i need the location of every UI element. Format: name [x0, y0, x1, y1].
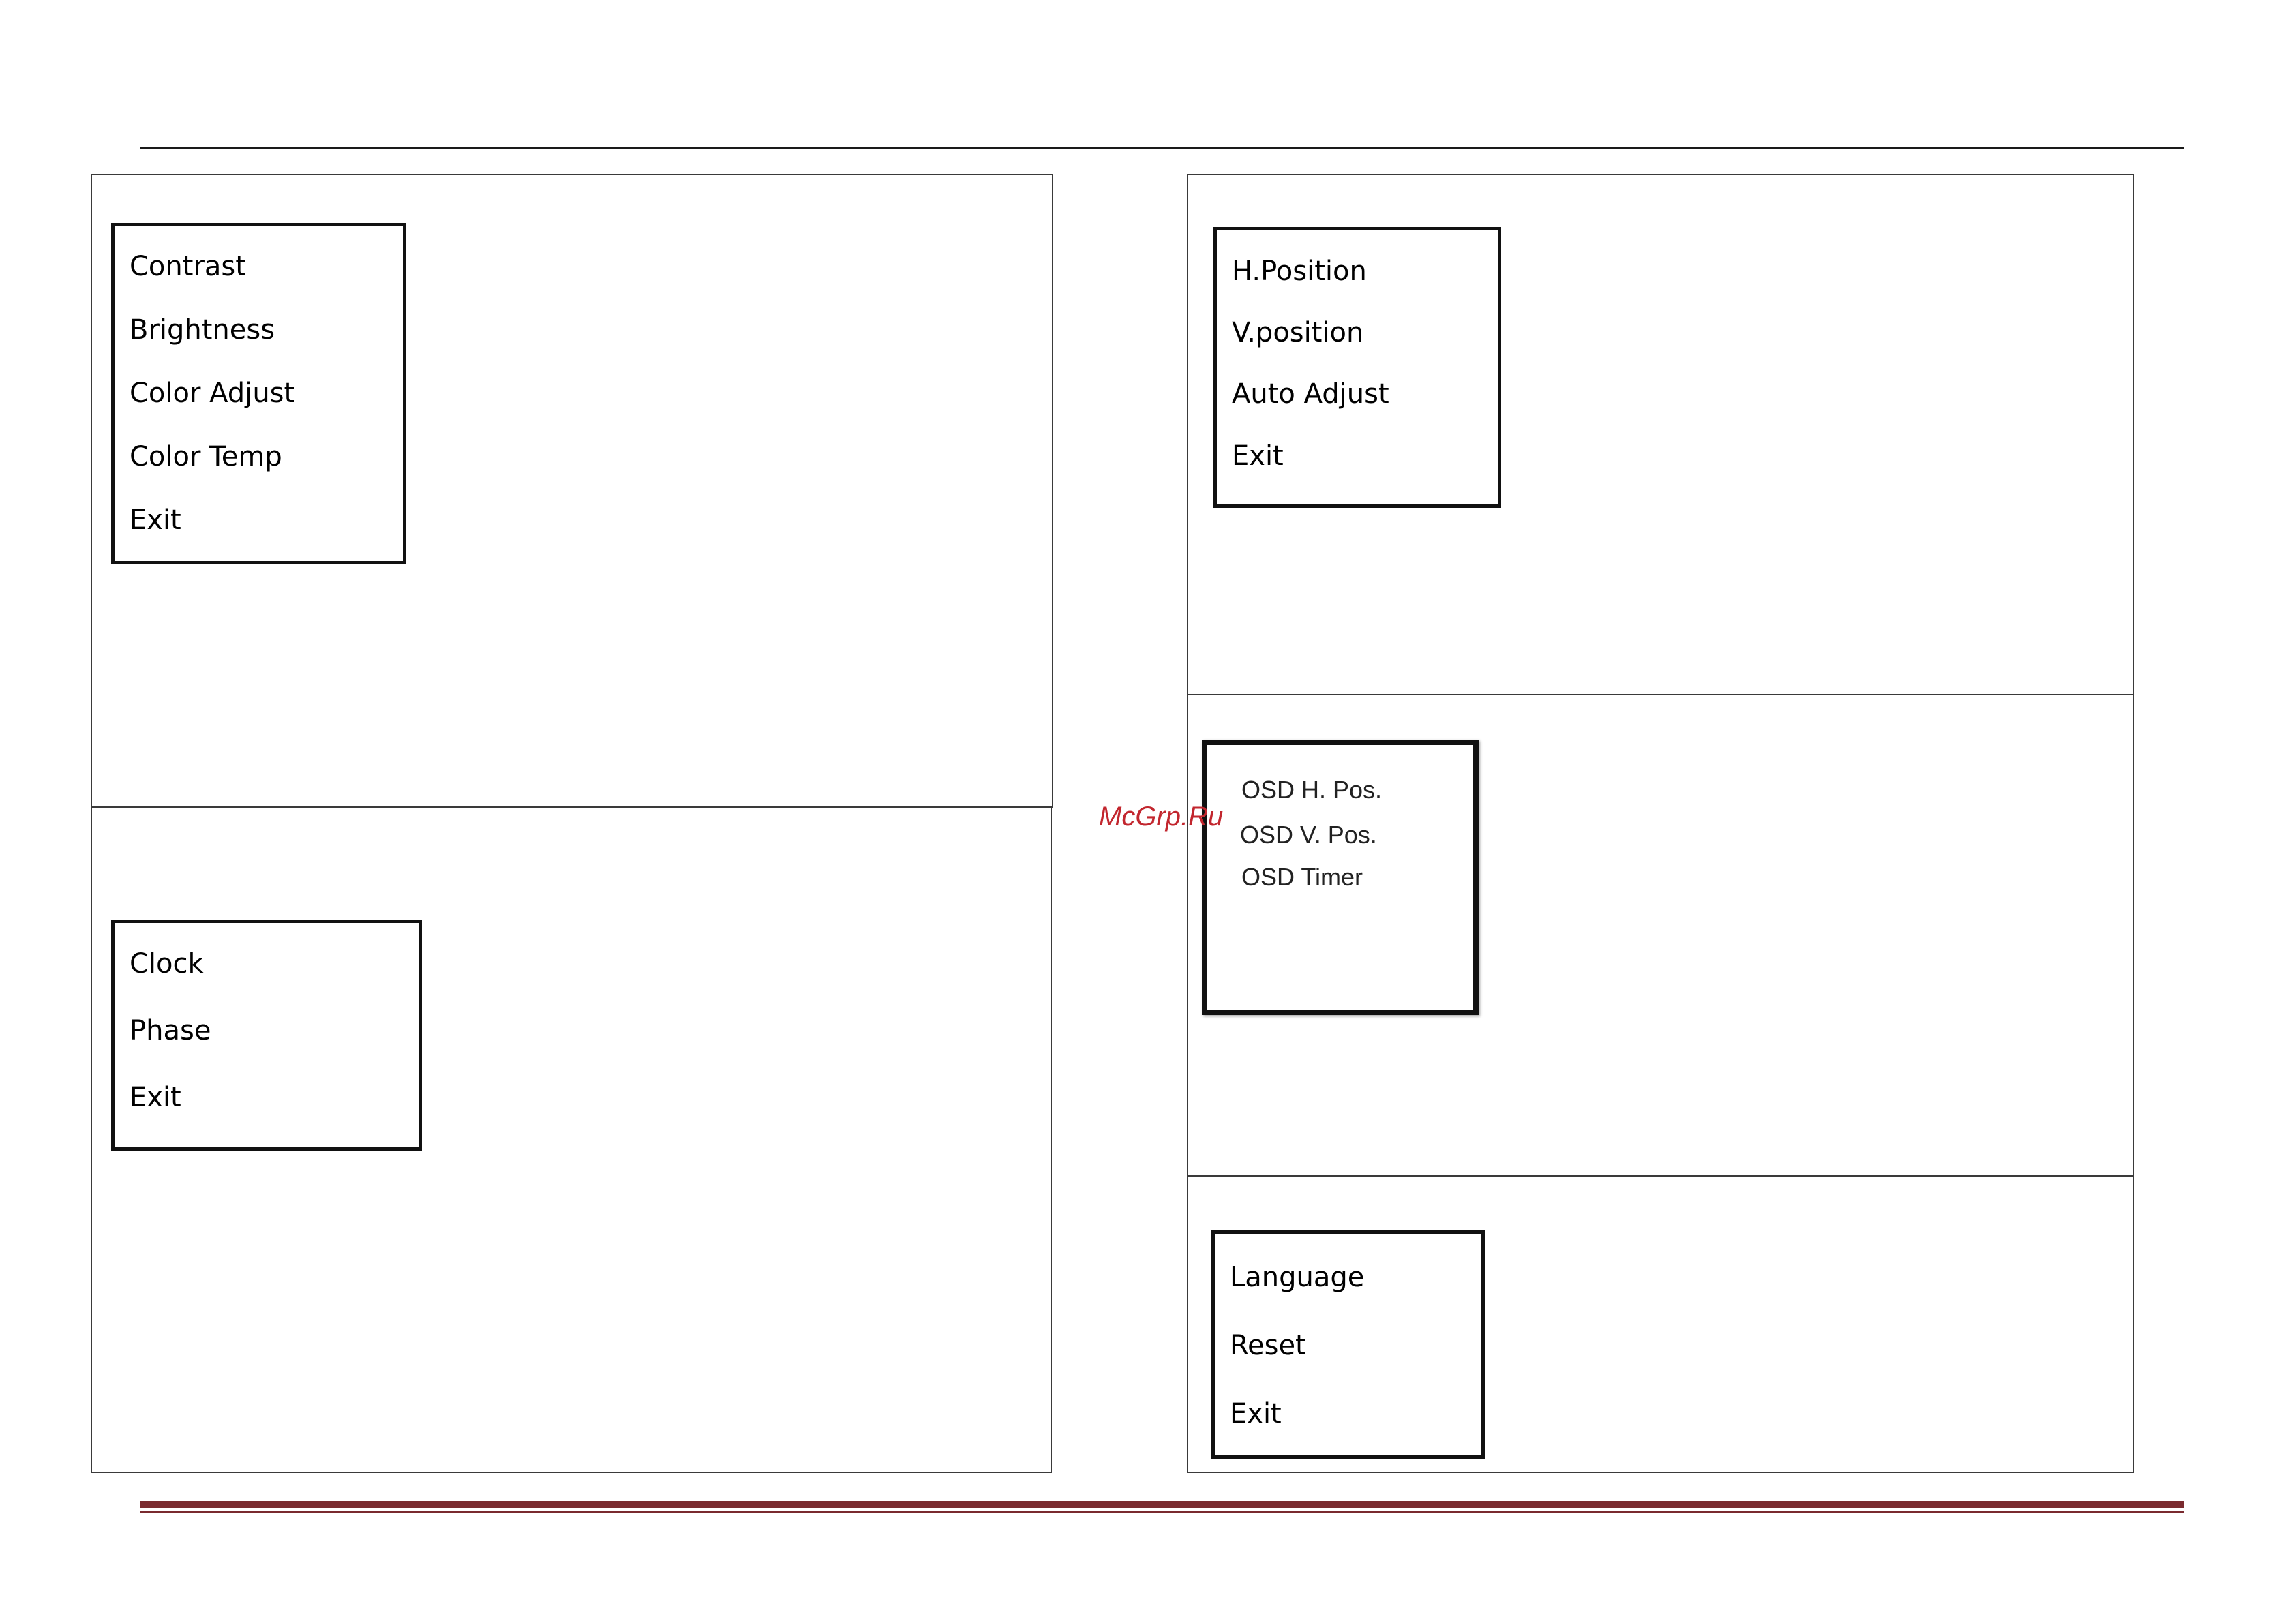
menu-item-exit[interactable]: Exit — [130, 504, 181, 536]
image-menu: Clock Phase Exit — [111, 920, 422, 1151]
menu-item-osd-h-pos[interactable]: OSD H. Pos. — [1241, 774, 1382, 806]
menu-item-color-temp[interactable]: Color Temp — [130, 440, 282, 473]
osd-menu: OSD H. Pos. OSD V. Pos. OSD Timer — [1202, 740, 1479, 1015]
menu-item-reset[interactable]: Reset — [1230, 1329, 1306, 1362]
menu-item-h-position[interactable]: H.Position — [1232, 255, 1367, 288]
picture-menu: Contrast Brightness Color Adjust Color T… — [111, 223, 406, 564]
menu-item-phase[interactable]: Phase — [130, 1014, 211, 1047]
menu-item-language[interactable]: Language — [1230, 1261, 1364, 1294]
menu-item-exit[interactable]: Exit — [1232, 440, 1284, 472]
position-menu: H.Position V.position Auto Adjust Exit — [1213, 227, 1501, 508]
menu-item-color-adjust[interactable]: Color Adjust — [130, 377, 294, 410]
header-rule — [140, 147, 2184, 149]
system-menu: Language Reset Exit — [1211, 1230, 1485, 1459]
menu-item-contrast[interactable]: Contrast — [130, 250, 246, 283]
menu-item-osd-timer[interactable]: OSD Timer — [1241, 861, 1363, 894]
menu-item-exit[interactable]: Exit — [130, 1081, 181, 1114]
menu-item-auto-adjust[interactable]: Auto Adjust — [1232, 378, 1389, 410]
menu-item-exit[interactable]: Exit — [1230, 1397, 1282, 1430]
menu-item-osd-v-pos[interactable]: OSD V. Pos. — [1240, 819, 1377, 851]
menu-item-clock[interactable]: Clock — [130, 947, 204, 980]
menu-item-brightness[interactable]: Brightness — [130, 314, 275, 346]
footer-rule — [140, 1501, 2184, 1508]
menu-item-v-position[interactable]: V.position — [1232, 316, 1363, 349]
watermark: McGrp.Ru — [1099, 802, 1223, 832]
footer-rule-thin — [140, 1511, 2184, 1513]
